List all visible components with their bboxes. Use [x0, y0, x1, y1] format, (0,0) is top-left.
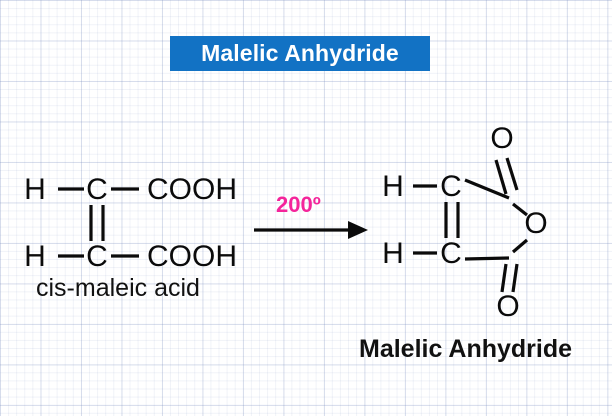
atom-label-h-bottom: H: [24, 240, 46, 273]
atom-label-h-top-product: H: [382, 170, 404, 203]
bond-co-bottom-line-2: [511, 263, 519, 293]
atom-label-c-top-product: C: [440, 170, 462, 203]
product-structure: H C H C O O O: [382, 122, 548, 323]
product-caption: Malelic Anhydride: [359, 335, 573, 363]
title-banner: Malelic Anhydride: [170, 36, 430, 71]
atom-label-cooh-bottom: COOH: [147, 240, 237, 273]
reaction-condition-label: 200º: [276, 192, 321, 217]
reactant-caption: cis-maleic acid: [36, 274, 200, 302]
bond-ring-bottom-left: [464, 256, 510, 261]
bond-co-top-line-2: [505, 157, 519, 191]
bond-ring-top-right: [512, 202, 528, 217]
atom-label-h-top: H: [24, 173, 46, 206]
bond-ring-top-left: [464, 178, 510, 200]
atom-label-o-top-product: O: [490, 122, 513, 155]
bond-ring-bottom-right: [511, 238, 529, 254]
bond-co-top-line-1: [494, 159, 508, 195]
atom-label-h-bottom-product: H: [382, 237, 404, 270]
reactant-structure: H C COOH H C COOH: [24, 173, 237, 273]
reaction-arrow: [254, 221, 368, 239]
atom-label-c-bottom: C: [86, 240, 108, 273]
bond-co-bottom-line-1: [500, 263, 508, 293]
atom-label-cooh-top: COOH: [147, 173, 237, 206]
arrow-head: [348, 221, 368, 239]
atom-label-c-top: C: [86, 173, 108, 206]
atom-label-o-bottom-product: O: [496, 290, 519, 323]
page-title: Malelic Anhydride: [201, 40, 399, 66]
atom-label-o-ring-product: O: [524, 207, 547, 240]
atom-label-c-bottom-product: C: [440, 237, 462, 270]
